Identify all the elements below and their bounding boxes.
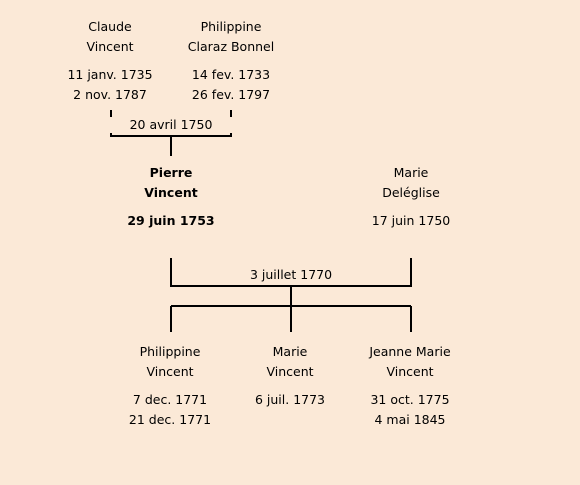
grandparents-marriage-date: 20 avril 1750 <box>101 117 241 133</box>
first-name: Marie <box>393 165 429 180</box>
last-name: Deléglise <box>382 185 440 200</box>
birth-date: 6 juil. 1773 <box>254 392 326 407</box>
death-date: 21 dec. 1771 <box>128 412 212 427</box>
birth-date: 11 janv. 1735 <box>67 67 153 82</box>
death-date: 2 nov. 1787 <box>73 87 147 102</box>
death-date: 26 fev. 1797 <box>191 87 271 102</box>
birth-date: 29 juin 1753 <box>127 213 215 228</box>
father: Pierre Vincent 29 juin 1753 <box>91 163 251 231</box>
death-date: 4 mai 1845 <box>374 412 446 427</box>
first-name: Claude <box>88 19 132 34</box>
last-name: Vincent <box>86 39 134 54</box>
first-name: Marie <box>272 344 308 359</box>
birth-date: 31 oct. 1775 <box>370 392 450 407</box>
first-name: Philippine <box>139 344 201 359</box>
paternal-grandfather: Claude Vincent 11 janv. 1735 2 nov. 1787 <box>30 17 190 105</box>
last-name: Vincent <box>266 364 314 379</box>
first-name: Jeanne Marie <box>369 344 451 359</box>
last-name: Vincent <box>144 185 198 200</box>
child-1: Philippine Vincent 7 dec. 1771 21 dec. 1… <box>90 342 250 430</box>
first-name: Philippine <box>200 19 262 34</box>
last-name: Claraz Bonnel <box>187 39 275 54</box>
last-name: Vincent <box>386 364 434 379</box>
parents-marriage-date: 3 juillet 1770 <box>221 267 361 283</box>
first-name: Pierre <box>149 165 193 180</box>
birth-date: 7 dec. 1771 <box>132 392 208 407</box>
birth-date: 14 fev. 1733 <box>191 67 271 82</box>
paternal-grandmother: Philippine Claraz Bonnel 14 fev. 1733 26… <box>151 17 311 105</box>
child-2: Marie Vincent 6 juil. 1773 <box>210 342 370 410</box>
child-3: Jeanne Marie Vincent 31 oct. 1775 4 mai … <box>330 342 490 430</box>
mother: Marie Deléglise 17 juin 1750 <box>331 163 491 231</box>
last-name: Vincent <box>146 364 194 379</box>
birth-date: 17 juin 1750 <box>371 213 451 228</box>
